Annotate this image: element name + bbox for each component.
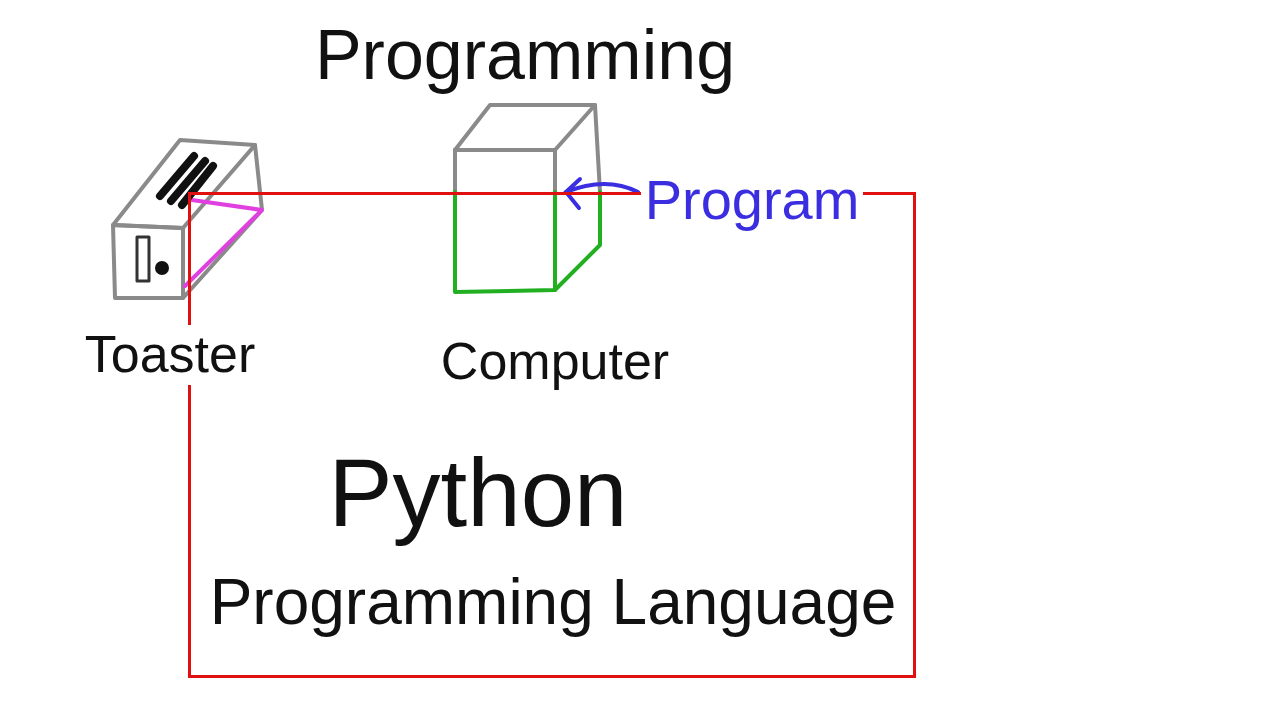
toaster-top xyxy=(113,140,255,228)
toaster-highlight xyxy=(185,200,262,286)
language-box: PythonProgramming Language xyxy=(188,192,916,678)
toaster-front xyxy=(113,225,183,298)
toaster-lever xyxy=(137,237,149,281)
title: Programming xyxy=(315,15,735,96)
toaster-slots xyxy=(160,156,213,205)
toaster-knob xyxy=(156,262,168,274)
computer-top xyxy=(455,105,595,150)
program-label: Program xyxy=(641,168,864,232)
language-name: Python xyxy=(329,438,628,548)
computer-label: Computer xyxy=(437,332,673,392)
computer-drawing xyxy=(455,105,600,292)
language-kind: Programming Language xyxy=(210,566,897,640)
toaster-label: Toaster xyxy=(81,325,260,385)
